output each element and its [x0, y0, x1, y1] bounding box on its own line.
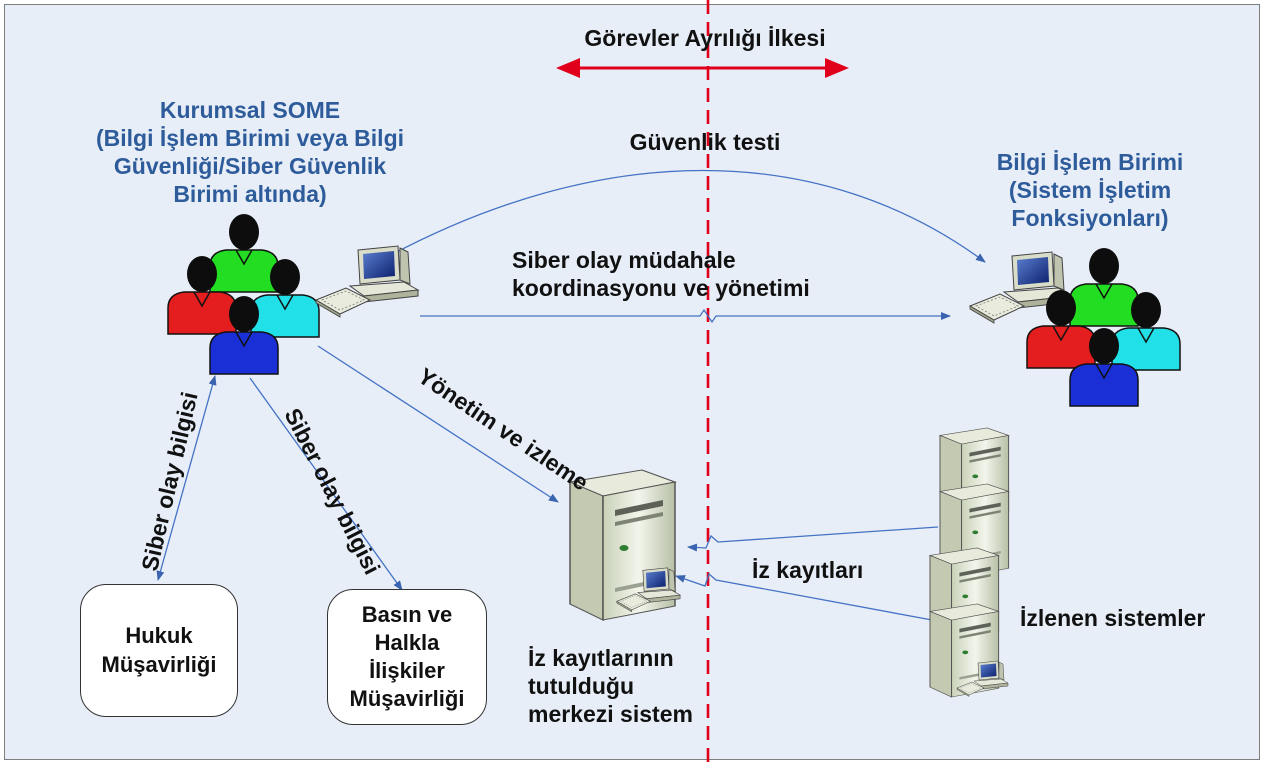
legal-line1: Hukuk — [125, 623, 193, 649]
it-group-line1: Bilgi İşlem Birimi — [996, 149, 1184, 175]
incident-line2: koordinasyonu ve yönetimi — [512, 275, 810, 302]
some-group-line2: Güvenliği/Siber Güvenlik — [113, 153, 387, 180]
press-relations-node: Basın ve Halkla İlişkiler Müşavirliği — [327, 589, 487, 725]
central-system-label: İz kayıtlarının tutulduğu merkezi sistem — [528, 644, 693, 728]
management-arrow — [317, 345, 559, 503]
central-line1: İz kayıtlarının — [528, 645, 674, 671]
some-workstation — [315, 245, 419, 318]
some-group-line1: (Bilgi İşlem Birimi veya Bilgi — [95, 125, 405, 152]
legal-counsel-node: Hukuk Müşavirliği — [80, 584, 238, 717]
it-group-line2: (Sistem İşletim — [1008, 177, 1172, 204]
security-test-arrow — [377, 169, 986, 263]
info-arrow-left — [156, 375, 217, 581]
some-group-heading: Kurumsal SOME — [159, 97, 341, 123]
it-group-label: Bilgi İşlem Birimi (Sistem İşletim Fonks… — [960, 148, 1220, 232]
security-test-label: Güvenlik testi — [629, 129, 781, 155]
incident-coordination-arrow — [420, 308, 951, 324]
press-line3: İlişkiler — [369, 658, 445, 683]
press-line2: Halkla — [374, 629, 440, 655]
press-line4: Müşavirliği — [349, 686, 465, 712]
log-arrow-lower — [675, 572, 933, 621]
legal-line2: Müşavirliği — [101, 651, 217, 677]
some-group-line3: Birimi altında) — [173, 181, 327, 208]
incident-line1: Siber olay müdahale — [512, 247, 736, 273]
some-team-people — [167, 213, 320, 375]
central-line3: merkezi sistem — [528, 701, 693, 728]
log-arrow-upper — [687, 526, 939, 552]
diagram-title: Görevler Ayrılığı İlkesi — [584, 25, 826, 51]
press-line1: Basın ve — [361, 601, 453, 627]
monitored-servers — [929, 427, 1010, 698]
monitored-systems-label: İzlenen sistemler — [1020, 605, 1206, 631]
it-group-line3: Fonksiyonları) — [1011, 205, 1169, 232]
incident-coordination-label: Siber olay müdahale koordinasyonu ve yön… — [512, 246, 810, 302]
central-line2: tutulduğu — [528, 673, 635, 700]
info-arrow-right — [249, 377, 403, 591]
logs-label: İz kayıtları — [752, 557, 864, 583]
some-group-label: Kurumsal SOME (Bilgi İşlem Birimi veya B… — [60, 96, 440, 208]
